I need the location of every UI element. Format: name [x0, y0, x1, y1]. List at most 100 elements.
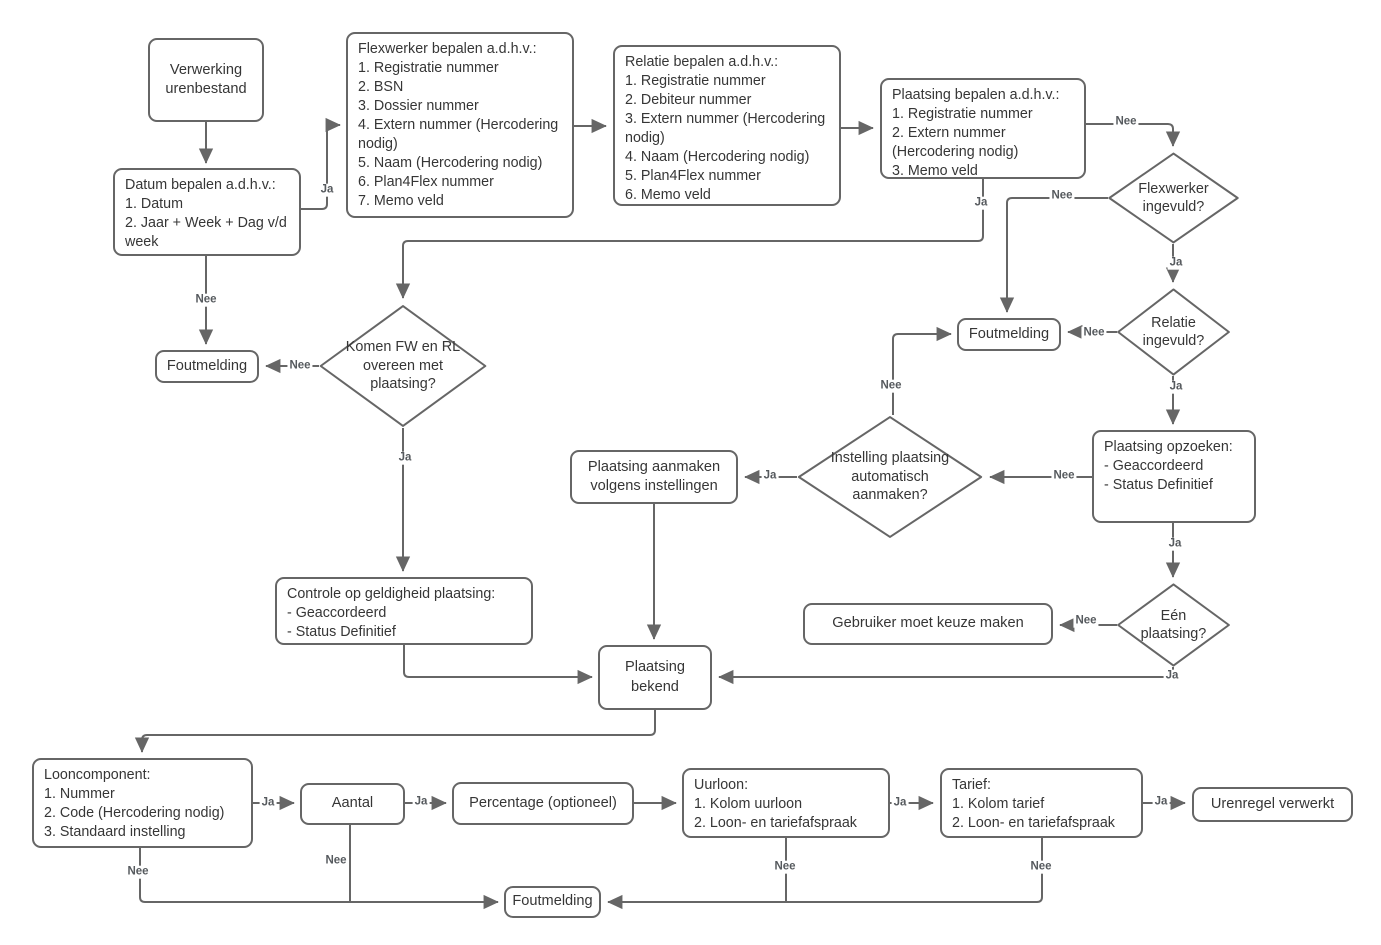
list-item: - Geaccordeerd: [1104, 458, 1204, 474]
list-item: 4. Extern nummer (Hercodering nodig): [358, 117, 559, 152]
node-plaatsing-bekend: Plaatsing bekend: [598, 645, 712, 710]
edge-label-ja-plaatsing-komenovereen: Ja: [972, 196, 990, 210]
list-item: 1. Nummer: [44, 786, 115, 802]
list-item: 2. Loon- en tariefafspraak: [694, 815, 857, 831]
node-title: Plaatsing opzoeken:: [1104, 439, 1233, 455]
node-aantal: Aantal: [300, 783, 405, 825]
edge-label-ja-datum-flexwerker: Ja: [318, 183, 336, 197]
list-item: - Status Definitief: [1104, 477, 1213, 493]
list-item: 3. Extern nummer (Hercodering nodig): [625, 111, 826, 146]
node-plaatsing-aanmaken: Plaatsing aanmaken volgens instellingen: [570, 450, 738, 504]
edge-label-nee-opzoeken-instelling: Nee: [1051, 469, 1077, 483]
node-title: Flexwerker bepalen a.d.h.v.:: [358, 41, 537, 57]
list-item: 1. Registratie nummer: [892, 106, 1033, 122]
list-item: 6. Plan4Flex nummer: [358, 174, 494, 190]
decision-instelling-automatisch-aanmaken: Instelling plaatsing automatisch aanmake…: [797, 415, 983, 539]
node-text: Foutmelding: [166, 357, 248, 374]
node-title: Looncomponent:: [44, 767, 151, 783]
list-item: 3. Standaard instelling: [44, 824, 186, 840]
edge-label-nee-looncomponent-foutmelding: Nee: [125, 865, 151, 879]
edge-label-ja-relatieingevuld-opzoeken: Ja: [1167, 380, 1185, 394]
list-item: 2. Extern nummer (Hercodering nodig): [892, 125, 1019, 160]
list-item: 1. Kolom uurloon: [694, 796, 803, 812]
node-foutmelding-rechts: Foutmelding: [957, 318, 1061, 351]
edge-label-ja-tarief-urenregel: Ja: [1152, 795, 1170, 809]
edge-label-ja-flexwerkeringevuld-relatieingevuld: Ja: [1167, 256, 1185, 270]
list-item: 7. Memo veld: [358, 193, 444, 209]
edge-label-nee-flexwerkeringevuld-foutmelding: Nee: [1049, 189, 1075, 203]
node-text: Verwerking urenbestand: [165, 61, 247, 97]
node-plaatsing-bepalen: Plaatsing bepalen a.d.h.v.: 1. Registrat…: [880, 78, 1086, 179]
list-item: 5. Plan4Flex nummer: [625, 168, 761, 184]
diamond-shape: [1108, 152, 1239, 244]
node-text: Foutmelding: [512, 893, 593, 910]
decision-text: Flexwerker ingevuld?: [1138, 180, 1209, 215]
node-percentage: Percentage (optioneel): [452, 782, 634, 825]
node-text: Gebruiker moet keuze maken: [832, 615, 1024, 632]
list-item: 2. Code (Hercodering nodig): [44, 805, 225, 821]
node-title: Relatie bepalen a.d.h.v.:: [625, 54, 779, 70]
list-item: 6. Memo veld: [625, 187, 711, 203]
list-item: 1. Kolom tarief: [952, 796, 1045, 812]
node-text: Plaatsing bekend: [624, 659, 686, 695]
node-title: Datum bepalen a.d.h.v.:: [125, 177, 276, 193]
list-item: - Status Definitief: [287, 624, 396, 640]
list-item: 3. Dossier nummer: [358, 98, 479, 114]
decision-text: Eén plaatsing?: [1140, 607, 1207, 642]
decision-text: Komen FW en RL overeen met plaatsing?: [345, 339, 461, 393]
decision-een-plaatsing: Eén plaatsing?: [1117, 583, 1230, 667]
diamond-shape: [797, 415, 983, 539]
node-title: Controle op geldigheid plaatsing:: [287, 586, 496, 602]
list-item: 3. Memo veld: [892, 163, 978, 179]
node-text: Urenregel verwerkt: [1210, 795, 1335, 812]
edge-label-ja-aantal-percentage: Ja: [412, 795, 430, 809]
list-item: 1. Registratie nummer: [625, 73, 766, 89]
edge-label-ja-komenovereen-controle: Ja: [396, 451, 414, 465]
list-item: 5. Naam (Hercodering nodig): [358, 155, 543, 171]
edge-label-ja-instelling-aanmaken: Ja: [761, 469, 779, 483]
decision-text: Instelling plaatsing automatisch aanmake…: [830, 450, 950, 504]
edge-label-nee-relatieingevuld-foutmelding: Nee: [1081, 326, 1107, 340]
node-title: Tarief:: [952, 777, 991, 793]
node-datum-bepalen: Datum bepalen a.d.h.v.: 1. Datum 2. Jaar…: [113, 168, 301, 256]
node-foutmelding-links: Foutmelding: [155, 350, 259, 383]
list-item: 2. Debiteur nummer: [625, 92, 752, 108]
decision-komen-fw-rl-overeen: Komen FW en RL overeen met plaatsing?: [319, 304, 487, 428]
list-item: - Geaccordeerd: [287, 605, 387, 621]
node-tarief: Tarief: 1. Kolom tarief 2. Loon- en tari…: [940, 768, 1143, 838]
list-item: 1. Registratie nummer: [358, 60, 499, 76]
edge-label-nee-tarief-foutmelding: Nee: [1028, 860, 1054, 874]
edge-label-nee-instelling-foutmelding: Nee: [878, 379, 904, 393]
node-text: Foutmelding: [968, 325, 1050, 342]
decision-flexwerker-ingevuld: Flexwerker ingevuld?: [1108, 152, 1239, 244]
list-item: 2. BSN: [358, 79, 404, 95]
edge-label-nee-plaatsing-flexwerkeringevuld: Nee: [1113, 115, 1139, 129]
node-uurloon: Uurloon: 1. Kolom uurloon 2. Loon- en ta…: [682, 768, 890, 838]
edge-label-nee-aantal-foutmelding: Nee: [323, 854, 349, 868]
diamond-shape: [1117, 583, 1230, 667]
list-item: 2. Loon- en tariefafspraak: [952, 815, 1115, 831]
node-flexwerker-bepalen: Flexwerker bepalen a.d.h.v.: 1. Registra…: [346, 32, 574, 218]
edge-label-ja-opzoeken-eenplaatsing: Ja: [1166, 537, 1184, 551]
node-relatie-bepalen: Relatie bepalen a.d.h.v.: 1. Registratie…: [613, 45, 841, 206]
node-looncomponent: Looncomponent: 1. Nummer 2. Code (Hercod…: [32, 758, 253, 848]
edge-label-nee-uurloon-foutmelding: Nee: [772, 860, 798, 874]
edge-label-nee-datum-foutmelding: Nee: [193, 293, 219, 307]
node-title: Plaatsing bepalen a.d.h.v.:: [892, 87, 1060, 103]
list-item: 2. Jaar + Week + Dag v/d week: [125, 215, 287, 250]
node-controle-geldigheid: Controle op geldigheid plaatsing: - Geac…: [275, 577, 533, 645]
list-item: 1. Datum: [125, 196, 184, 212]
node-plaatsing-opzoeken: Plaatsing opzoeken: - Geaccordeerd - Sta…: [1092, 430, 1256, 523]
edge-label-ja-uurloon-tarief: Ja: [891, 796, 909, 810]
node-gebruiker-keuze: Gebruiker moet keuze maken: [803, 603, 1053, 645]
edge-label-nee-eenplaatsing-gebruikerkeuze: Nee: [1073, 614, 1099, 628]
node-urenregel-verwerkt: Urenregel verwerkt: [1192, 787, 1353, 822]
edge-label-ja-looncomponent-aantal: Ja: [259, 796, 277, 810]
diamond-shape: [1117, 288, 1230, 376]
node-text: Aantal: [331, 795, 374, 812]
node-verwerking-urenbestand: Verwerking urenbestand: [148, 38, 264, 122]
list-item: 4. Naam (Hercodering nodig): [625, 149, 810, 165]
node-foutmelding-onder: Foutmelding: [504, 886, 601, 918]
node-text: Percentage (optioneel): [469, 794, 617, 811]
